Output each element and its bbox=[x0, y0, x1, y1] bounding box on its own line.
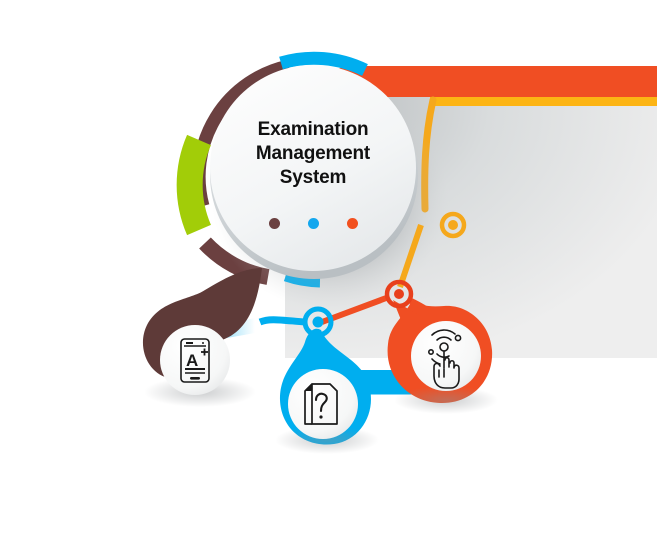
node-question-paper[interactable] bbox=[275, 328, 402, 454]
connector-blue-left bbox=[258, 316, 306, 326]
smartphone-a-plus-icon: A bbox=[180, 338, 210, 383]
document-question-mark-icon bbox=[304, 383, 338, 425]
node-online-access[interactable] bbox=[387, 300, 498, 414]
ring-marker-blue[interactable] bbox=[302, 306, 334, 338]
band-orange bbox=[300, 66, 657, 97]
arc-green bbox=[176, 134, 212, 236]
arc-blue-top bbox=[279, 51, 368, 76]
hand-touch-network-icon bbox=[427, 329, 462, 389]
ring-marker-amber[interactable] bbox=[439, 211, 467, 239]
connector-orange bbox=[320, 294, 391, 325]
connector-amber bbox=[397, 224, 424, 288]
node-orange-disc bbox=[411, 321, 481, 391]
hub-face bbox=[210, 65, 416, 271]
node-brown-disc bbox=[160, 325, 230, 395]
node-mobile-grading[interactable]: A bbox=[142, 268, 262, 407]
dot-brown bbox=[268, 218, 280, 229]
accent-dots bbox=[233, 218, 393, 229]
dot-orange bbox=[346, 218, 358, 229]
pin-orange-shadow bbox=[394, 386, 498, 414]
pin-blue-tail bbox=[352, 370, 402, 392]
svg-text:A: A bbox=[186, 351, 198, 370]
dot-blue bbox=[307, 218, 319, 229]
ring-marker-red[interactable] bbox=[384, 279, 414, 309]
pin-blue-shadow bbox=[275, 426, 379, 454]
line-amber-top bbox=[430, 97, 657, 106]
